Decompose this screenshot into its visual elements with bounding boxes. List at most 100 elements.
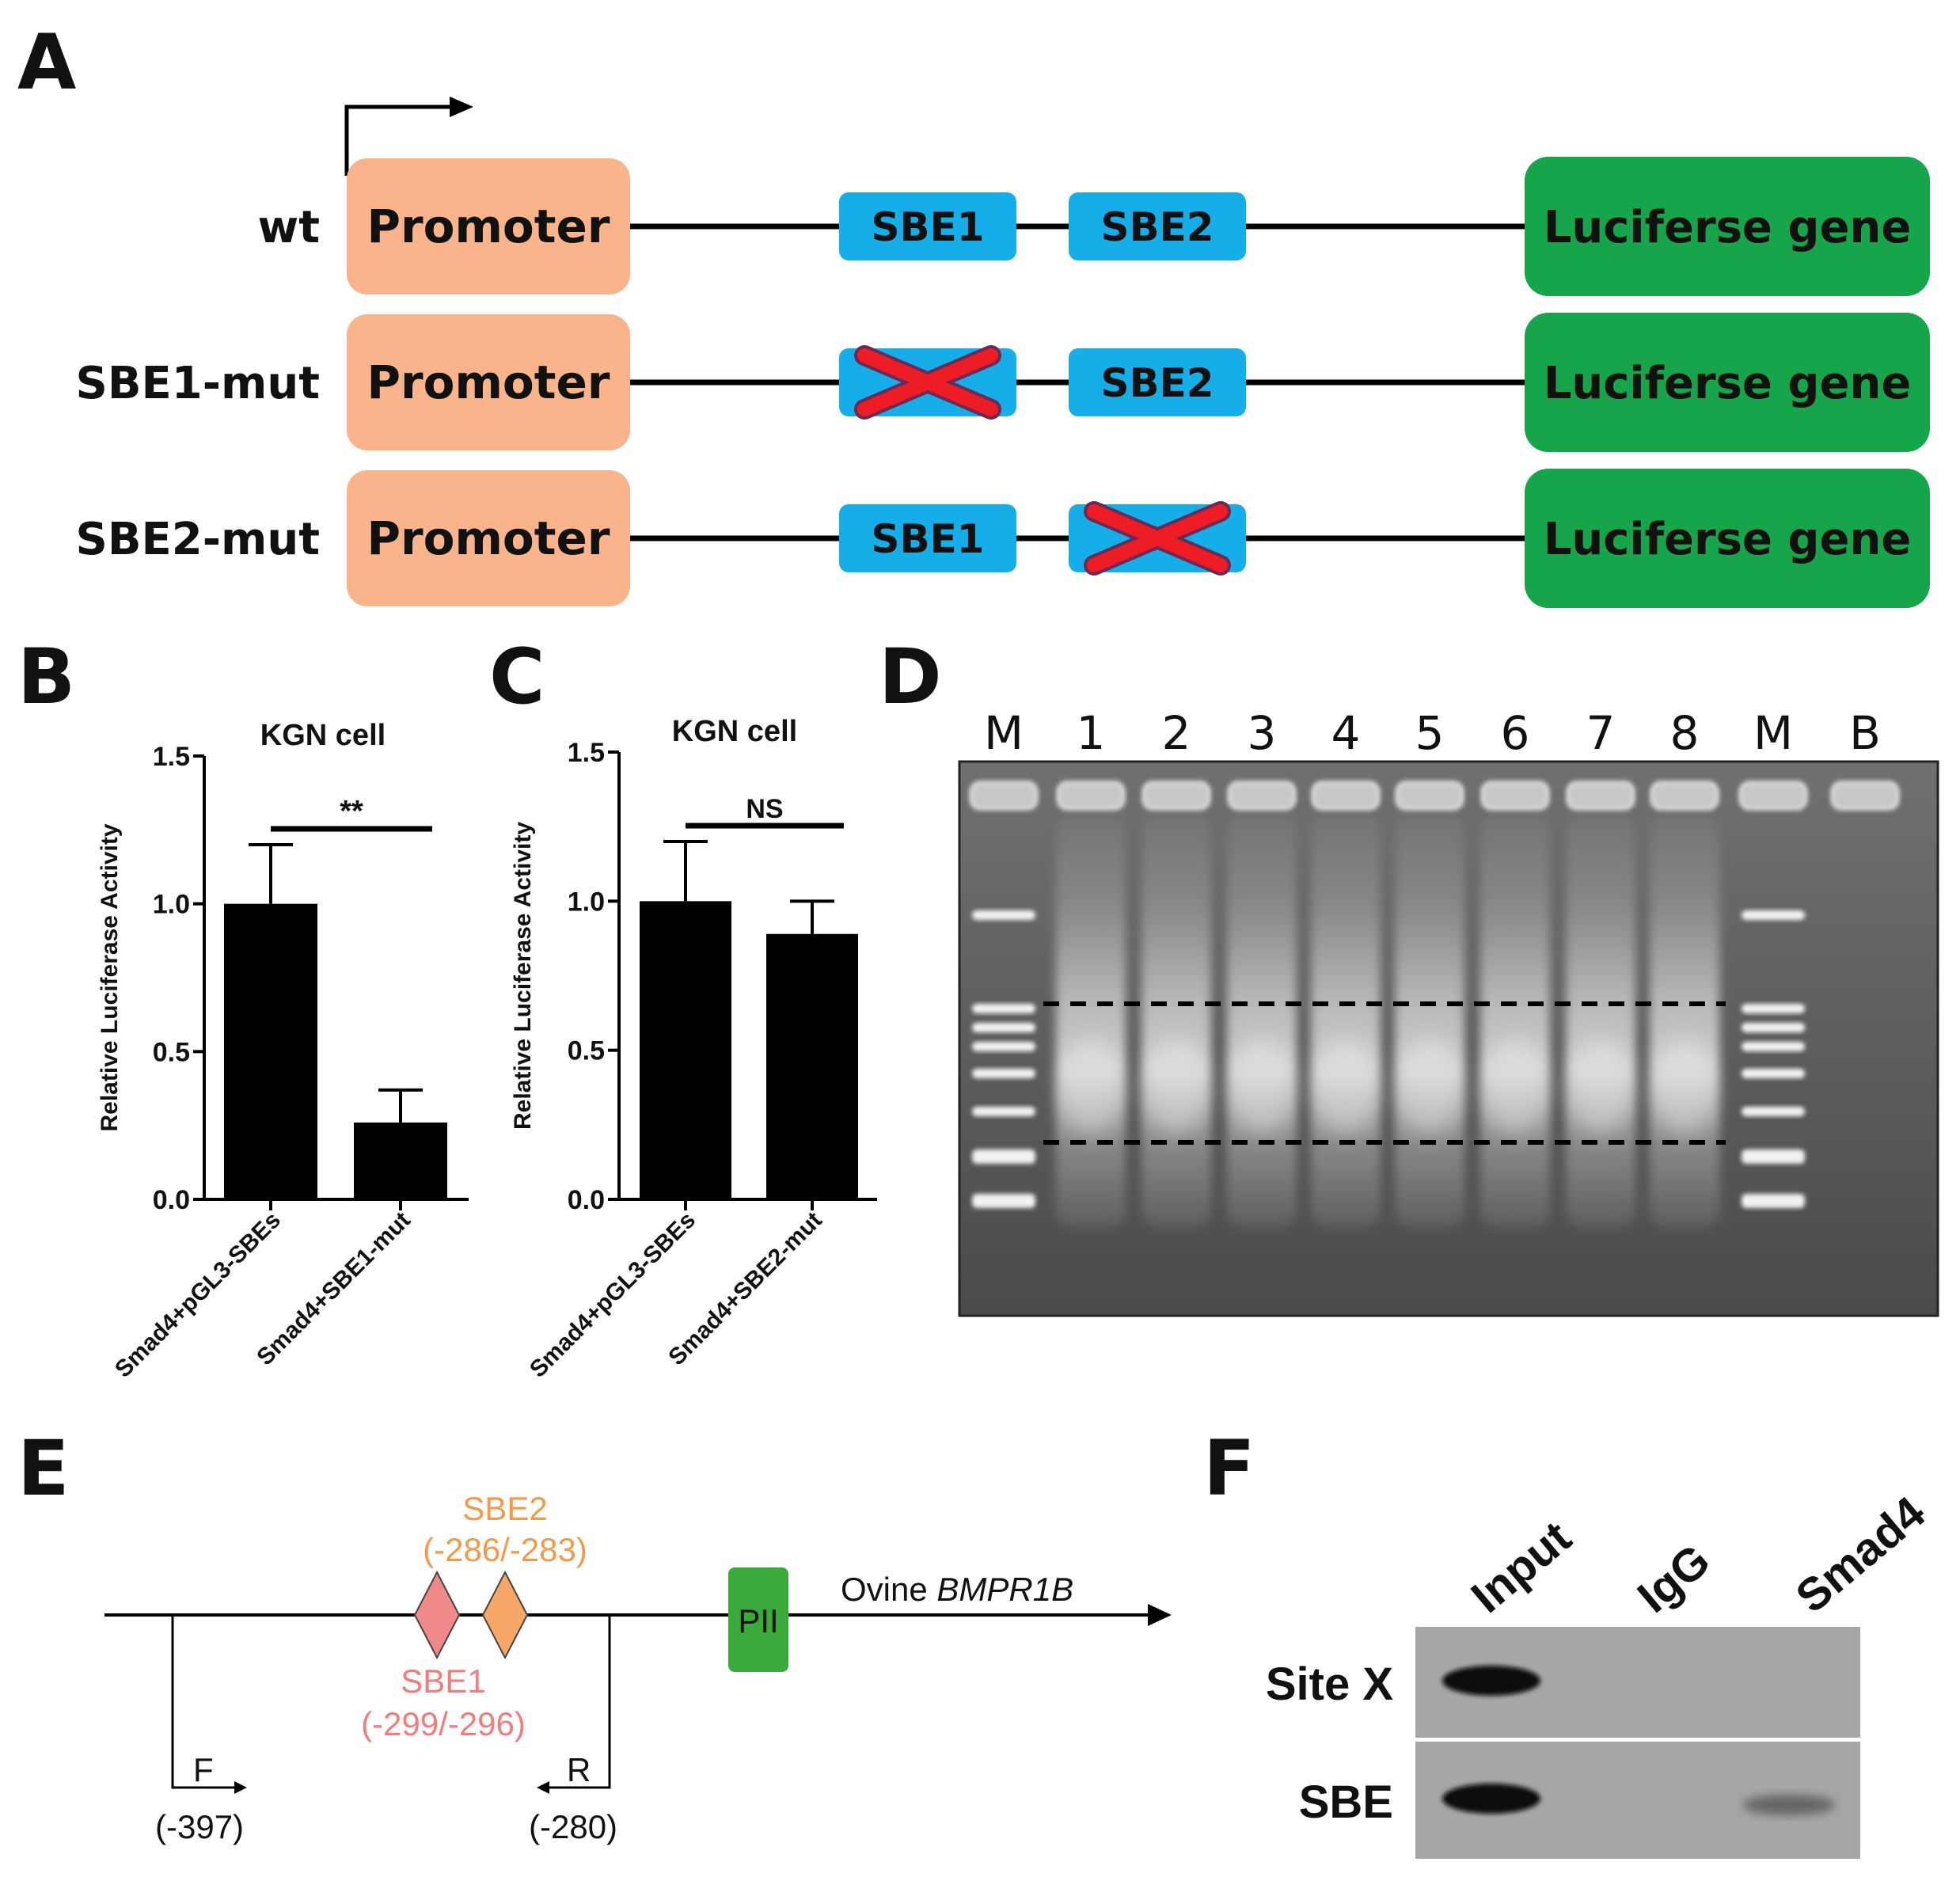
lane-label: 6 <box>1501 706 1530 760</box>
gel-well <box>969 781 1039 811</box>
bar <box>354 1122 447 1199</box>
ladder-band <box>972 1023 1035 1032</box>
panel-label-c: C <box>489 633 545 721</box>
mutation-cross-icon <box>854 345 1001 420</box>
lane-label: 8 <box>1670 706 1700 760</box>
chip-column-label: IgG <box>1628 1534 1720 1623</box>
dna-smear-core <box>1230 1039 1293 1134</box>
chart-title: KGN cell <box>260 719 386 752</box>
lane-label: B <box>1849 706 1881 760</box>
sbe1-diamond-icon <box>413 1570 461 1660</box>
dna-smear <box>1480 815 1550 1227</box>
pii-label: PII <box>738 1602 778 1640</box>
dna-smear-core <box>1483 1039 1547 1134</box>
ladder-band <box>1742 1004 1805 1013</box>
dna-smear <box>1395 815 1464 1227</box>
construct-label: SBE2-mut <box>76 514 320 565</box>
sbe2-box <box>1069 348 1246 416</box>
dna-smear <box>1056 815 1126 1227</box>
ladder-band <box>1742 1042 1805 1051</box>
chip-column-label: Smad4 <box>1787 1487 1935 1623</box>
dna-smear-core <box>1059 1039 1122 1134</box>
gel-well <box>1227 781 1297 811</box>
gel-well <box>1395 781 1464 811</box>
lane-label: 4 <box>1331 706 1361 760</box>
y-tick-label: 1.5 <box>153 742 190 772</box>
sbe1-site-position: (-299/-296) <box>361 1705 526 1742</box>
ladder-band <box>972 1042 1035 1051</box>
sbe2-label: SBE2 <box>1100 360 1214 406</box>
lane-label: M <box>1753 706 1793 760</box>
gene-label-name: BMPR1B <box>936 1571 1073 1608</box>
dna-smear-core <box>1398 1039 1461 1134</box>
reverse-primer-label: R <box>567 1751 591 1788</box>
ladder-band <box>1742 1107 1805 1116</box>
gene-label-prefix: Ovine <box>841 1571 936 1608</box>
y-axis-label: Relative Luciferase Activity <box>97 823 123 1131</box>
chip-row-label: Site X <box>1266 1659 1393 1710</box>
y-tick-label: 0.5 <box>568 1036 605 1066</box>
y-tick-label: 1.0 <box>568 887 605 917</box>
sbe2-label: SBE2 <box>1100 204 1214 250</box>
gel-well <box>1566 781 1635 811</box>
panel-label-a: A <box>17 18 76 107</box>
promoter-label: Promoter <box>367 355 610 409</box>
y-tick-label: 1.0 <box>153 890 190 920</box>
dna-smear <box>1566 815 1635 1227</box>
luciferase-label: Luciferse gene <box>1544 202 1912 253</box>
lane-label: 7 <box>1586 706 1616 760</box>
ladder-band <box>1742 1069 1805 1078</box>
gel-well <box>1056 781 1126 811</box>
bar <box>224 903 317 1199</box>
forward-primer-arrow-icon <box>234 1781 247 1794</box>
input-band <box>1442 1666 1540 1696</box>
sbe1-box <box>839 192 1016 260</box>
sbe2-site-position: (-286/-283) <box>423 1531 587 1568</box>
bar <box>640 901 731 1199</box>
construct-label: SBE1-mut <box>76 358 320 409</box>
dna-smear-core <box>1314 1039 1377 1134</box>
dna-smear <box>1227 815 1297 1227</box>
panel-label-d: D <box>879 633 942 721</box>
ladder-band <box>1742 910 1805 920</box>
dna-smear-core <box>1653 1039 1716 1134</box>
gel-well <box>1141 781 1211 811</box>
promoter-box <box>347 158 630 294</box>
panel-e: E F (-397) R (-280) SBE2 (-286/-283) SBE… <box>17 1424 1172 1845</box>
significance-label: NS <box>746 794 783 824</box>
gene-direction-arrow-icon <box>1148 1604 1172 1626</box>
sbe2-box <box>1069 192 1246 260</box>
luciferase-label: Luciferse gene <box>1544 358 1912 409</box>
lane-label: M <box>984 706 1024 760</box>
reverse-primer-arrow-icon <box>537 1781 549 1794</box>
ladder-band <box>1742 1023 1805 1032</box>
chip-row-label: SBE <box>1299 1776 1393 1828</box>
dna-smear <box>1650 815 1719 1227</box>
y-tick-label: 0.5 <box>153 1037 190 1067</box>
dna-smear-core <box>1569 1039 1632 1134</box>
gel-well <box>1830 781 1900 811</box>
chip-column-label: Input <box>1462 1511 1581 1623</box>
luciferase-box <box>1525 157 1930 296</box>
gel-well <box>1650 781 1719 811</box>
forward-primer-position: (-397) <box>155 1808 244 1845</box>
forward-primer-label: F <box>193 1751 214 1788</box>
promoter-map: F (-397) R (-280) SBE2 (-286/-283) SBE1 … <box>104 1490 1172 1845</box>
reverse-primer-line <box>546 1615 611 1789</box>
y-tick-label: 0.0 <box>568 1185 605 1215</box>
lane-label: 1 <box>1077 706 1106 760</box>
ladder-band <box>972 1194 1035 1208</box>
sbe1-site-label: SBE1 <box>401 1662 485 1700</box>
sbe1-box <box>839 504 1016 572</box>
